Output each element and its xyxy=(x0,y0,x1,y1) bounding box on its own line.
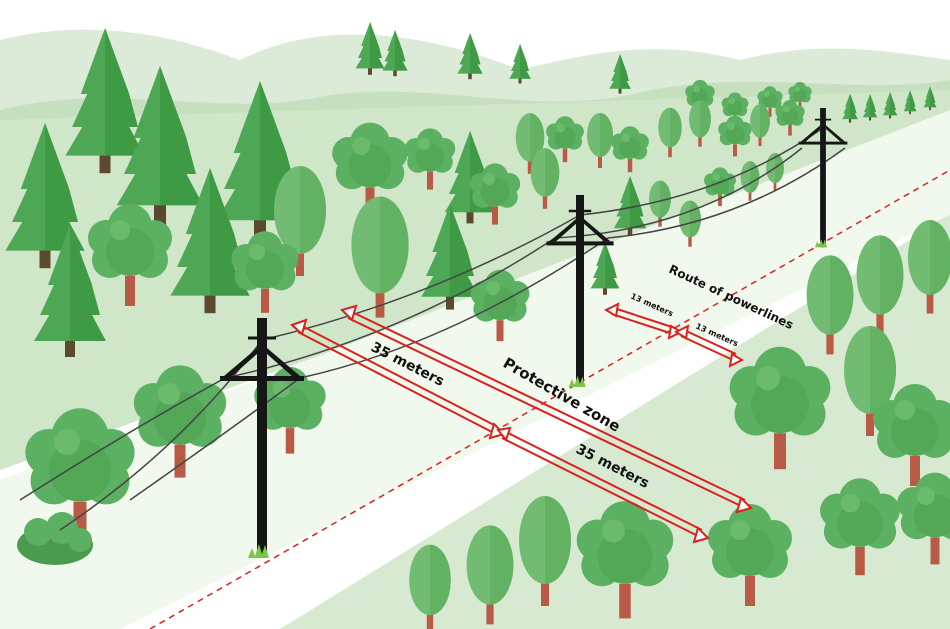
arrow-13-right xyxy=(673,324,745,368)
arrow-35-lower xyxy=(290,318,710,544)
arrow-35-upper xyxy=(340,304,753,514)
distance-arrows xyxy=(290,302,753,544)
powerline-corridor xyxy=(0,110,950,629)
